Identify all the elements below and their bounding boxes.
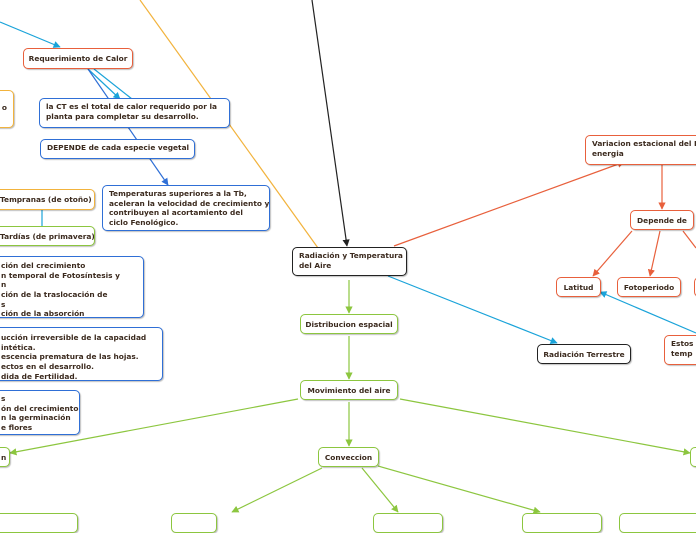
node-radiacion-line2: del Aire: [299, 260, 332, 270]
connector-layer: [0, 0, 696, 514]
node-depende-especie-text: DEPENDE de cada especie vegetal: [47, 143, 190, 152]
edge-radiacion-to-terrestre: [387, 275, 558, 344]
node-latitud-text: Latitud: [563, 283, 594, 292]
node-variacion-line2: energia: [592, 148, 624, 158]
node-left-n-text: n: [1, 453, 7, 462]
node-list1[interactable]: ción del crecimiento n temporal de Fotos…: [0, 256, 144, 318]
node-ct-total[interactable]: la CT es el total de calor requerido por…: [39, 98, 230, 128]
node-list1-line3: n: [1, 280, 7, 290]
node-depende-de-text: Depende de: [637, 216, 687, 225]
node-conveccion-text: Conveccion: [324, 453, 373, 462]
node-left-partial[interactable]: o: [0, 90, 14, 128]
node-conveccion[interactable]: Conveccion: [318, 447, 379, 467]
node-bottom-1[interactable]: [0, 513, 78, 533]
node-radiacion-terrestre[interactable]: Radiación Terrestre: [537, 344, 631, 364]
node-fotoperiodo-text: Fotoperiodo: [623, 283, 675, 292]
edge-conveccion-to-left: [231, 467, 323, 513]
node-list1-line4: ción de la traslocación de: [1, 289, 108, 299]
node-left-partial-text: o: [1, 103, 7, 112]
node-movimiento[interactable]: Movimiento del aire: [300, 380, 398, 400]
node-radiacion-line1: Radiación y Temperatura: [299, 251, 403, 260]
node-list3-line2: ón del crecimiento: [1, 403, 79, 413]
edge-to-requerimiento: [0, 21, 61, 48]
node-list2-line3: escencia prematura de las hojas.: [1, 352, 139, 362]
node-bottom-2[interactable]: [171, 513, 217, 533]
node-movimiento-text: Movimiento del aire: [307, 386, 391, 395]
node-list3-line1: s: [1, 394, 6, 403]
node-temp-line1: Temperaturas superiores a la Tb,: [109, 189, 247, 198]
node-list2-line4: ectos en el desarrollo.: [1, 361, 94, 371]
edge-conveccion-to-right: [377, 465, 541, 514]
node-tempranas-text: Tempranas (de otoño): [0, 195, 92, 204]
node-tempranas[interactable]: Tempranas (de otoño): [0, 189, 95, 210]
node-list2-line2: intética.: [1, 342, 36, 352]
node-right-partial[interactable]: [690, 447, 696, 467]
node-list1-line1: ción del crecimiento: [1, 261, 86, 270]
node-distribucion-text: Distribucion espacial: [305, 320, 393, 329]
edge-radiacion-to-variacion: [393, 160, 625, 247]
node-list1-line5: s: [1, 299, 6, 309]
node-estos[interactable]: Estos temp: [664, 335, 696, 365]
node-temp-line4: ciclo Fenológico.: [109, 217, 179, 227]
edge-depende-to-latitud: [592, 230, 633, 277]
edge-movimiento-to-left: [9, 398, 299, 456]
node-ct-total-line2: planta para completar su desarrollo.: [46, 111, 199, 121]
node-estos-line2: temp: [671, 348, 693, 358]
node-requerimiento-text: Requerimiento de Calor: [28, 54, 128, 63]
node-list2-line1: ucción irreversible de la capacidad: [1, 333, 147, 342]
node-estos-line1: Estos: [671, 339, 694, 348]
node-bottom-4[interactable]: [522, 513, 602, 533]
node-temp-line3: contribuyen al acortamiento del: [109, 208, 243, 218]
node-bottom-5[interactable]: [619, 513, 696, 533]
node-tardias-text: Tardías (de primavera): [0, 232, 95, 241]
node-list1-line2: n temporal de Fotosíntesis y: [1, 270, 120, 280]
node-ct-total-line1: la CT es el total de calor requerido por…: [46, 102, 217, 111]
node-latitud[interactable]: Latitud: [556, 277, 601, 297]
node-requerimiento[interactable]: Requerimiento de Calor: [23, 48, 133, 69]
node-radiacion-temperatura[interactable]: Radiación y Temperatura del Aire: [292, 247, 407, 276]
node-variacion[interactable]: Variacion estacional del Ba energia: [585, 135, 696, 165]
edge-estos-to-latitud: [599, 291, 696, 334]
edge-req-to-ct: [87, 68, 121, 100]
node-variacion-line1: Variacion estacional del Ba: [592, 139, 696, 148]
edge-depende-to-fotoperiodo: [647, 230, 661, 277]
node-temp-line2: aceleran la velocidad de crecimiento y: [109, 198, 270, 208]
node-depende-especie[interactable]: DEPENDE de cada especie vegetal: [40, 139, 195, 159]
node-distribucion[interactable]: Distribucion espacial: [300, 314, 398, 334]
node-tardias[interactable]: Tardías (de primavera): [0, 226, 95, 246]
node-list3[interactable]: s ón del crecimiento n la germinación e …: [0, 390, 80, 435]
edge-conveccion-to-mid: [361, 467, 399, 513]
node-depende-de[interactable]: Depende de: [630, 210, 694, 230]
node-list2[interactable]: ucción irreversible de la capacidad inté…: [0, 327, 163, 381]
node-fotoperiodo[interactable]: Fotoperiodo: [617, 277, 681, 297]
node-list2-line5: dida de Fertilidad.: [1, 371, 78, 381]
edge-req-to-ct2: [93, 68, 133, 100]
node-bottom-3[interactable]: [373, 513, 443, 533]
node-list1-line6: ción de la absorción: [1, 309, 85, 318]
edge-movimiento-to-right: [399, 398, 691, 456]
edge-top-to-radiacion: [311, 0, 350, 247]
node-left-n[interactable]: n: [0, 447, 10, 467]
node-list3-line3: n la germinación: [1, 413, 71, 423]
edge-depende-to-right: [682, 230, 696, 249]
node-list3-line4: e flores: [1, 422, 33, 432]
node-radiacion-terrestre-text: Radiación Terrestre: [543, 350, 625, 359]
node-temp-superiores[interactable]: Temperaturas superiores a la Tb, acelera…: [102, 185, 270, 231]
